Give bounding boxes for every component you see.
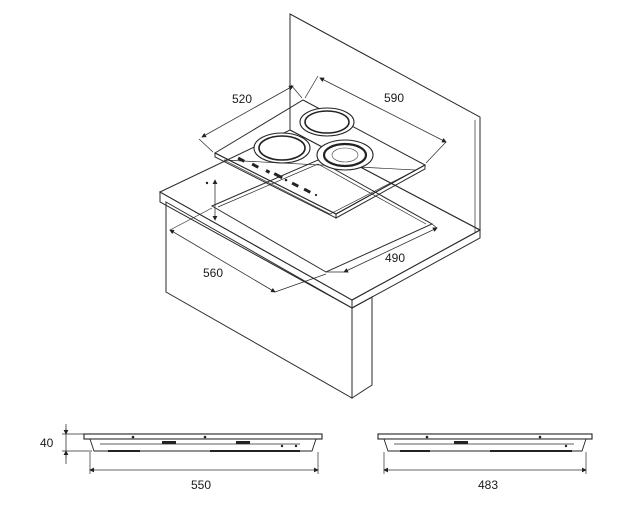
dim-560-label: 560 [203,266,223,280]
countertop [158,129,482,399]
dim-550: 550 [89,452,319,492]
dim-590: 590 [304,75,447,164]
front-view [377,433,593,452]
control-panel [237,156,318,197]
dim-483: 483 [383,452,587,492]
dim-590-label: 590 [384,91,404,105]
burner-rear [299,107,355,137]
dim-520-label: 520 [232,92,252,106]
burner-right [316,139,374,171]
dim-40-label: 40 [40,436,54,450]
side-view [83,433,323,452]
dim-550-label: 550 [191,478,211,492]
dim-490: 490 [326,223,438,273]
dim-560: 560 [169,207,327,293]
dim-483-label: 483 [478,478,498,492]
burner-left [253,132,311,164]
dim-520: 520 [198,84,303,153]
dim-40-iso [205,179,218,221]
dim-490-label: 490 [385,251,405,265]
dim-40: 40 [40,424,92,464]
